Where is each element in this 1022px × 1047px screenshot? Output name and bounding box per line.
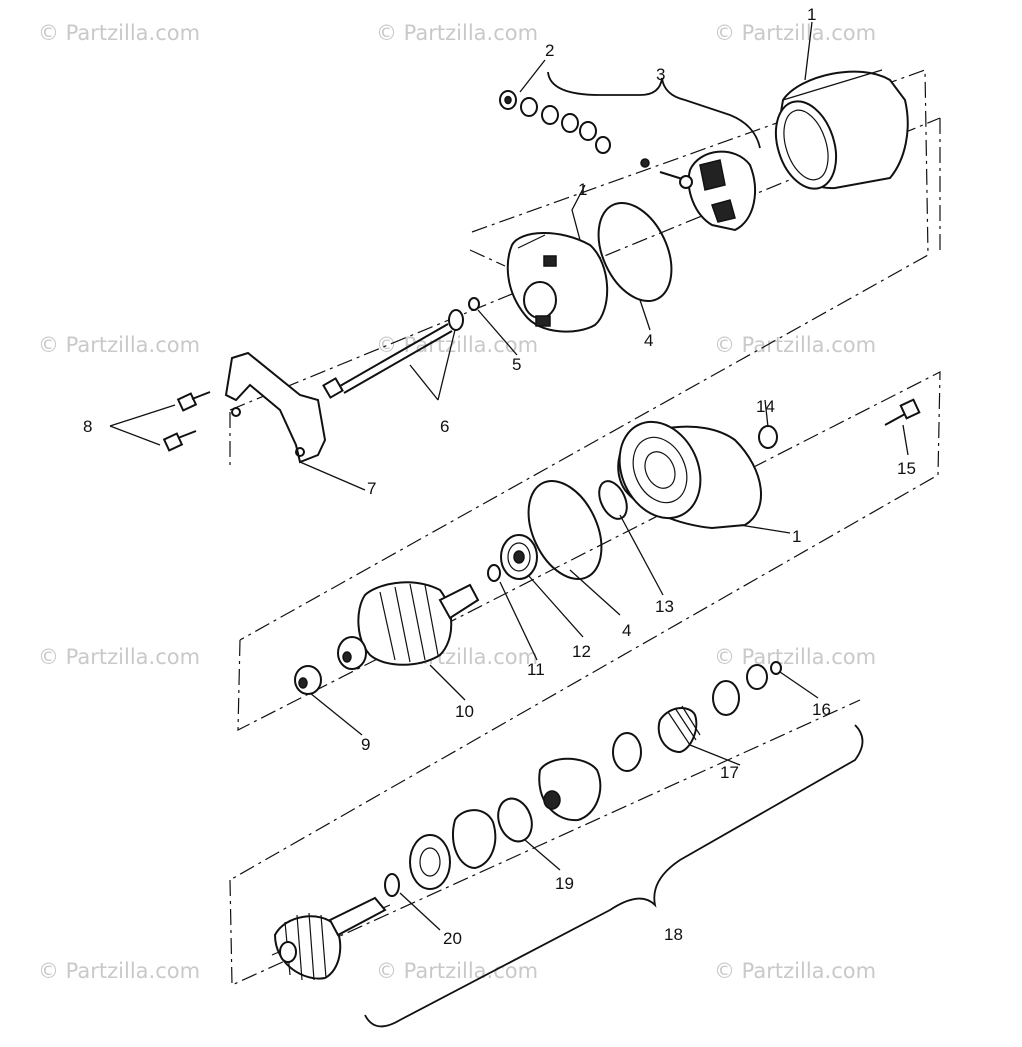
watermark-4: © Partzilla.com	[38, 333, 200, 357]
callout-6: 6	[440, 417, 449, 436]
watermark-11: © Partzilla.com	[376, 959, 538, 983]
pinion-gear-shaft	[273, 896, 387, 981]
callout-20: 20	[443, 929, 462, 948]
rear-end-cover	[506, 232, 609, 333]
bearing	[500, 534, 538, 580]
callout-4-upper: 4	[644, 331, 653, 350]
bracket-marks	[364, 71, 864, 1028]
callout-12: 12	[572, 642, 591, 661]
watermark-6: © Partzilla.com	[714, 333, 876, 357]
through-bolts	[322, 323, 453, 399]
o-ring-lower	[527, 479, 603, 581]
small-washer	[468, 297, 480, 311]
callout-10: 10	[455, 702, 474, 721]
callout-1-housing: 1	[792, 527, 801, 546]
callout-9: 9	[361, 735, 370, 754]
bracket-bolts	[162, 391, 211, 452]
callout-4-lower: 4	[622, 621, 631, 640]
callout-16: 16	[812, 700, 831, 719]
watermark-12: © Partzilla.com	[714, 959, 876, 983]
watermark-2: © Partzilla.com	[376, 21, 538, 45]
terminal-nut-washer-set	[499, 90, 650, 168]
callout-11: 11	[527, 660, 545, 679]
callout-1-cover: 1	[578, 180, 587, 199]
callout-7: 7	[367, 479, 376, 498]
yoke-housing	[774, 69, 909, 190]
callout-8: 8	[83, 417, 92, 436]
bushing	[294, 665, 322, 695]
brush-holder-assembly	[659, 150, 756, 232]
callout-2: 2	[545, 41, 554, 60]
watermark-1: © Partzilla.com	[38, 21, 200, 45]
callout-14: 14	[756, 397, 775, 416]
callout-19: 19	[555, 874, 574, 893]
watermark-9: © Partzilla.com	[714, 645, 876, 669]
armature	[337, 581, 480, 670]
clutch-parts	[384, 661, 782, 897]
callout-3: 3	[656, 65, 665, 84]
bolt-washer	[448, 309, 464, 331]
front-housing	[617, 420, 762, 530]
watermark-5: © Partzilla.com	[376, 333, 538, 357]
callout-5: 5	[512, 355, 521, 374]
watermarks: © Partzilla.com © Partzilla.com © Partzi…	[38, 21, 876, 983]
circlip-armature	[487, 564, 501, 582]
callout-numbers: 1 2 3 1 4 5 6 7 8 14 15 1 13 4 12 11 10 …	[83, 5, 916, 948]
watermark-3: © Partzilla.com	[714, 21, 876, 45]
callout-18: 18	[664, 925, 683, 944]
o-ring-upper	[597, 201, 673, 303]
watermark-10: © Partzilla.com	[38, 959, 200, 983]
callout-15: 15	[897, 459, 916, 478]
callout-17: 17	[720, 763, 739, 782]
callout-1-yoke: 1	[807, 5, 816, 24]
watermark-7: © Partzilla.com	[38, 645, 200, 669]
housing-bolt	[884, 398, 921, 426]
mounting-bracket	[224, 351, 327, 464]
callout-13: 13	[655, 597, 674, 616]
center-lines	[229, 69, 941, 986]
housing-washer	[758, 425, 778, 449]
leader-lines	[109, 21, 909, 931]
